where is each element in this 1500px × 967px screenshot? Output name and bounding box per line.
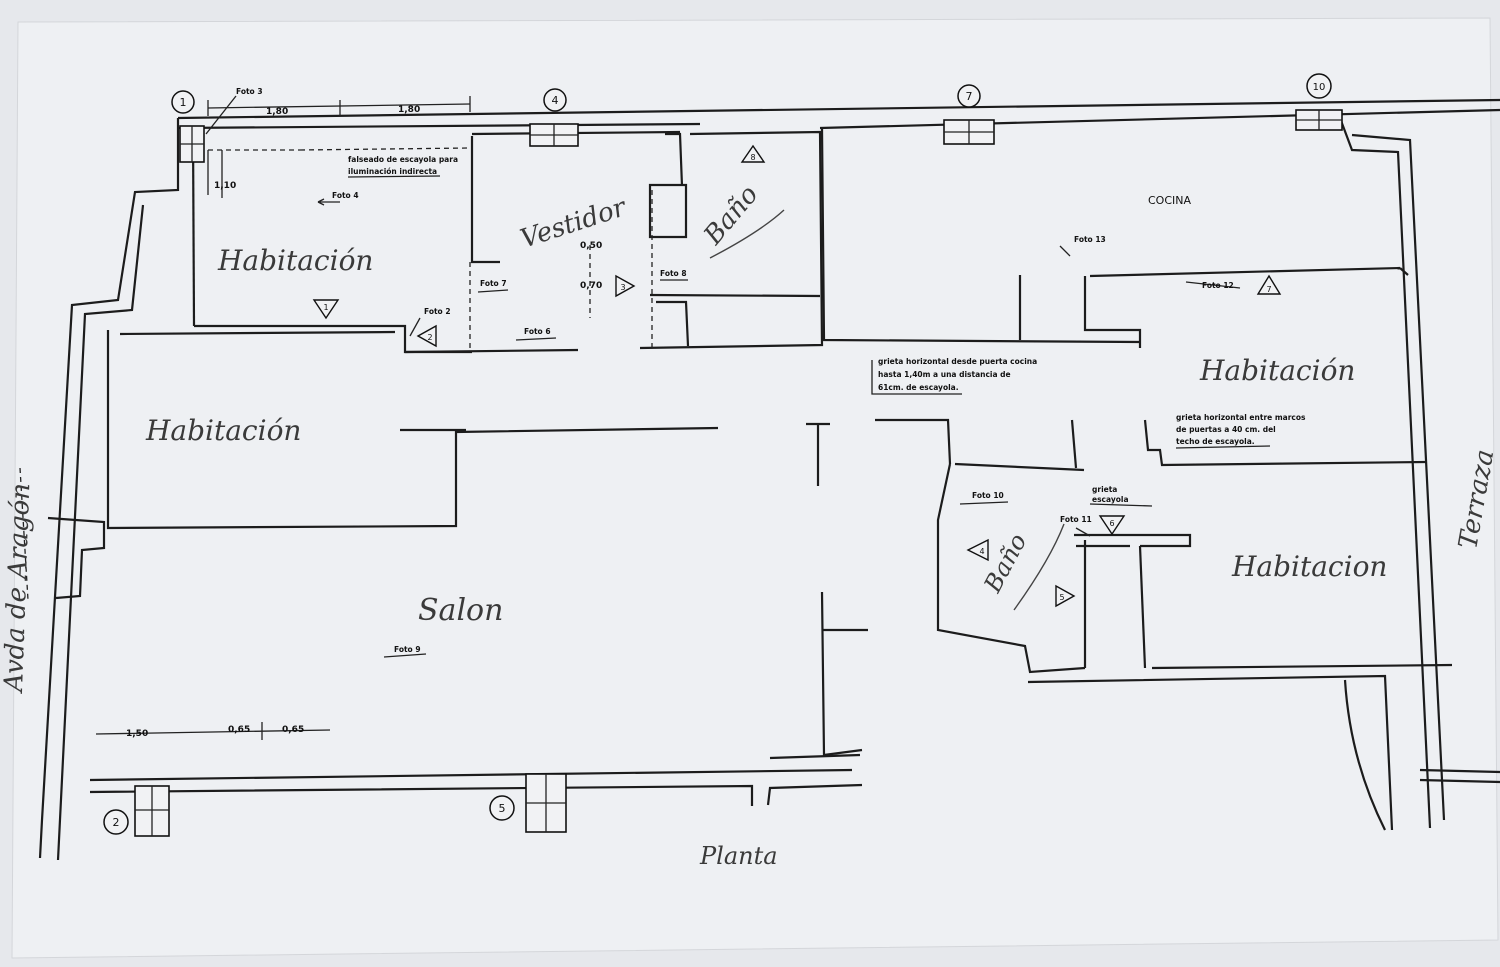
view-marker-5: 5	[1055, 584, 1076, 608]
svg-text:Foto 2: Foto 2	[424, 307, 451, 316]
svg-text:Foto 12: Foto 12	[1202, 281, 1234, 290]
photo-labels: Foto 3 Foto 4 Foto 2 Foto 7 Foto 6 Foto …	[236, 87, 1234, 654]
svg-text:1,10: 1,10	[214, 181, 236, 191]
svg-text:de puertas a 40 cm. del: de puertas a 40 cm. del	[1176, 425, 1276, 434]
interior-walls	[106, 127, 1453, 760]
dimension-lines	[95, 96, 1153, 740]
column-marker-10: 10	[1306, 73, 1332, 99]
svg-text:Foto 9: Foto 9	[394, 645, 421, 654]
svg-text:5: 5	[1059, 593, 1064, 602]
svg-text:10: 10	[1313, 82, 1326, 93]
view-marker-6: 6	[1098, 515, 1126, 536]
room-label-salon: Salon	[418, 593, 503, 628]
column-marker-5: 5	[489, 795, 515, 821]
room-label-habitacion-east-bottom: Habitacion	[1231, 550, 1387, 583]
svg-text:2: 2	[427, 333, 432, 342]
svg-text:0,70: 0,70	[580, 281, 602, 291]
exterior-walls	[38, 98, 1500, 861]
svg-text:2: 2	[113, 816, 120, 829]
structural-columns	[134, 109, 1343, 837]
svg-text:grieta horizontal desde puerta: grieta horizontal desde puerta cocina	[878, 357, 1037, 366]
svg-text:7: 7	[966, 90, 973, 103]
svg-text:iluminación indirecta: iluminación indirecta	[348, 167, 437, 176]
note-grieta-cocina: grieta horizontal desde puerta cocina ha…	[871, 357, 1037, 395]
svg-text:Foto 6: Foto 6	[524, 327, 551, 336]
svg-text:4: 4	[979, 547, 984, 556]
svg-text:8: 8	[750, 153, 755, 162]
svg-text:0,65: 0,65	[282, 725, 304, 735]
svg-text:6: 6	[1109, 519, 1114, 528]
svg-text:Foto 7: Foto 7	[480, 279, 507, 288]
svg-text:3: 3	[620, 283, 625, 292]
column-markers: 1 4 7 10 2 5	[103, 73, 1332, 835]
svg-text:0,50: 0,50	[580, 241, 602, 251]
view-marker-3: 3	[615, 274, 636, 298]
room-label-habitacion-nw: Habitación	[217, 244, 373, 277]
room-label-cocina: COCINA	[1148, 194, 1191, 207]
view-marker-2: 2	[416, 324, 437, 348]
svg-text:1,80: 1,80	[266, 107, 288, 117]
view-markers: 1 2 3 8 7 6 4 5	[312, 144, 1282, 608]
svg-text:Foto 13: Foto 13	[1074, 235, 1106, 244]
svg-text:Foto 10: Foto 10	[972, 491, 1004, 500]
svg-text:4: 4	[552, 94, 559, 107]
svg-text:1: 1	[180, 96, 187, 109]
view-marker-7: 7	[1256, 274, 1282, 295]
view-marker-4: 4	[966, 538, 989, 562]
column-marker-2: 2	[103, 809, 129, 835]
view-marker-1: 1	[312, 299, 340, 320]
note-grieta-escayola: grieta escayola	[1092, 485, 1129, 504]
column-marker-1: 1	[171, 90, 195, 114]
svg-text:grieta: grieta	[1092, 485, 1117, 494]
svg-text:0,65: 0,65	[228, 725, 250, 735]
note-falseado: falseado de escayola para iluminación in…	[347, 155, 458, 178]
handwritten-strokes	[709, 209, 1065, 611]
svg-text:Foto 11: Foto 11	[1060, 515, 1092, 524]
plan-caption: Planta	[699, 842, 778, 870]
view-marker-8: 8	[740, 144, 766, 163]
svg-text:grieta horizontal entre marcos: grieta horizontal entre marcos	[1176, 413, 1306, 422]
svg-text:hasta 1,40m a una distancia de: hasta 1,40m a una distancia de	[878, 370, 1011, 379]
svg-text:falseado de escayola para: falseado de escayola para	[348, 155, 458, 164]
note-grieta-marcos: grieta horizontal entre marcos de puerta…	[1175, 413, 1306, 449]
svg-text:Foto 8: Foto 8	[660, 269, 687, 278]
column-marker-7: 7	[957, 84, 981, 108]
svg-text:5: 5	[499, 802, 506, 815]
svg-text:techo de escayola.: techo de escayola.	[1176, 437, 1255, 446]
svg-text:Foto 4: Foto 4	[332, 191, 359, 200]
column-marker-4: 4	[543, 88, 567, 112]
room-label-habitacion-west: Habitación	[145, 414, 301, 447]
room-label-habitacion-east-top: Habitación	[1199, 354, 1355, 387]
svg-text:7: 7	[1266, 285, 1271, 294]
svg-text:61cm. de escayola.: 61cm. de escayola.	[878, 383, 959, 392]
svg-text:1,50: 1,50	[126, 729, 148, 739]
svg-text:1,80: 1,80	[398, 105, 420, 115]
dashed-openings	[19, 147, 653, 601]
svg-text:escayola: escayola	[1092, 495, 1129, 504]
paper-sheet	[11, 17, 1499, 959]
svg-text:1: 1	[323, 303, 328, 312]
dimension-labels: 1,80 1,80 1,10 0,50 0,70 1,50 0,65 0,65	[126, 105, 602, 739]
svg-text:Foto 3: Foto 3	[236, 87, 263, 96]
photo-arrows	[205, 95, 1241, 658]
